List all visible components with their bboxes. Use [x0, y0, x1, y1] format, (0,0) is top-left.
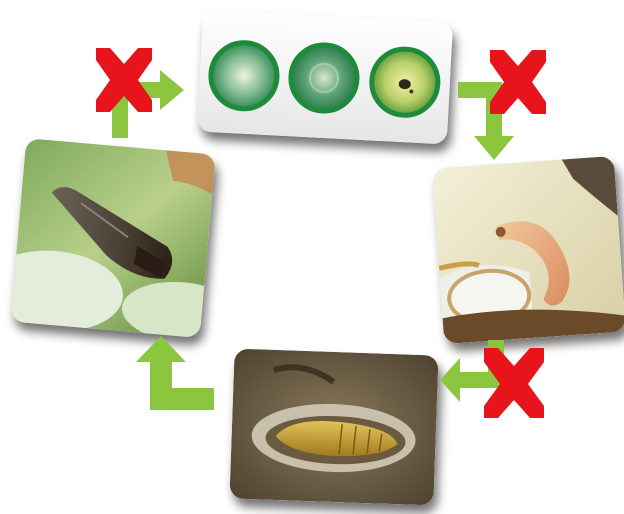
blocked-cross-icon	[484, 348, 544, 418]
adult-moth-image	[10, 138, 215, 338]
larva-image	[432, 156, 624, 344]
blocked-cross-icon	[96, 48, 152, 112]
eggs-stage-card	[197, 10, 453, 145]
eggs-to-larva-arrow	[458, 82, 514, 160]
blocked-cross-icon	[490, 50, 546, 114]
pupa-to-adult-arrow	[136, 336, 214, 410]
adult-stage-card	[10, 138, 215, 338]
pupa-image	[229, 348, 438, 505]
larva-to-pupa-arrow	[440, 340, 504, 402]
adult-to-eggs-arrow	[112, 70, 184, 138]
eggs-image	[197, 10, 453, 145]
larva-stage-card	[432, 156, 624, 344]
pupa-stage-card	[229, 348, 438, 505]
